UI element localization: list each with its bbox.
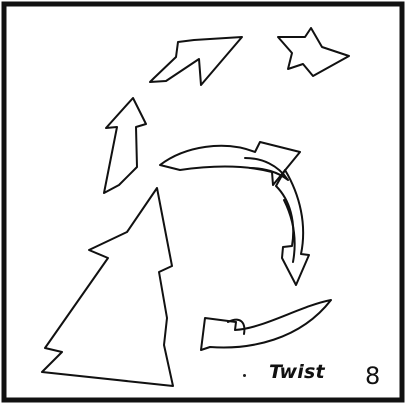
card-caption: Twist xyxy=(269,361,325,383)
cycle-bottom-arrow-icon xyxy=(201,300,331,350)
cycle-top-arrow-icon xyxy=(160,142,300,185)
card-number: 8 xyxy=(365,362,380,390)
caption-dot xyxy=(243,374,246,377)
top-right-arrow-icon xyxy=(278,28,349,76)
large-up-arrow-icon xyxy=(42,188,173,386)
top-arrow-icon xyxy=(150,37,242,85)
upper-left-arrow-icon xyxy=(104,98,146,193)
